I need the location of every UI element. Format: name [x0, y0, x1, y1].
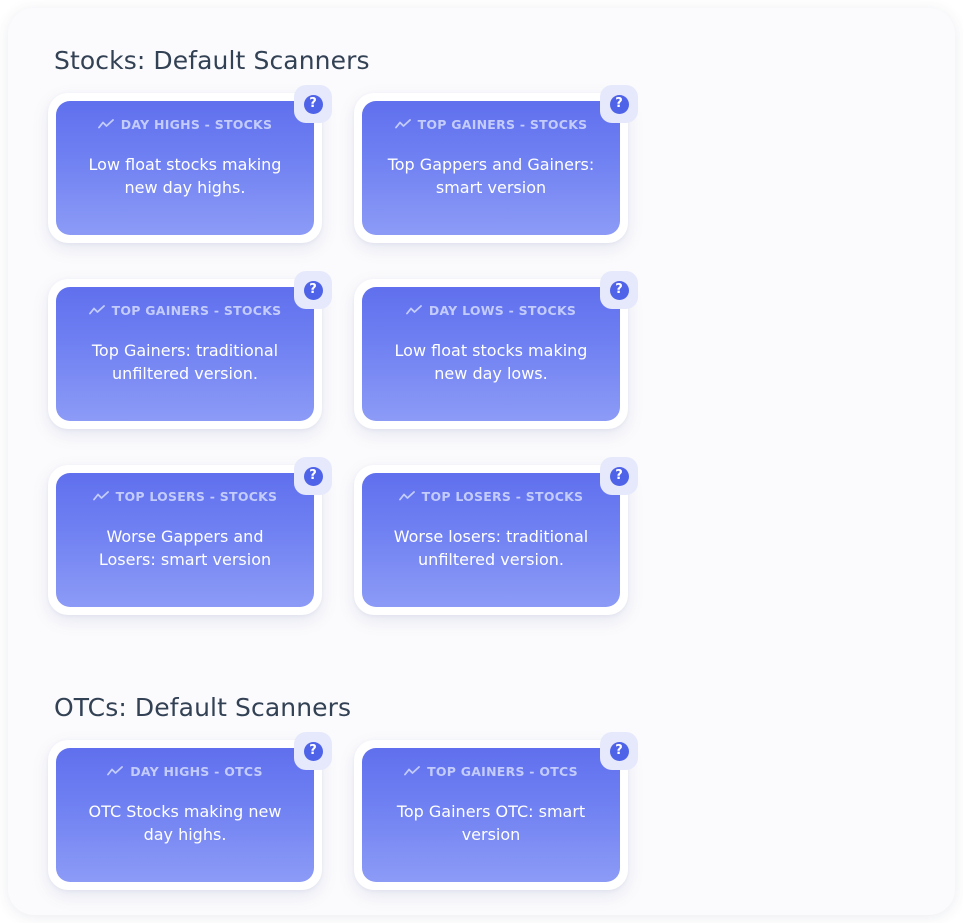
- scanner-card-header: TOP LOSERS - STOCKS: [376, 489, 606, 504]
- help-button[interactable]: ?: [600, 732, 638, 770]
- scanner-card-header: DAY LOWS - STOCKS: [376, 303, 606, 318]
- scanner-card-body[interactable]: TOP LOSERS - STOCKS Worse Gappers and Los…: [56, 473, 314, 607]
- scanner-card-description: OTC Stocks making new day highs.: [88, 801, 282, 844]
- scanner-card-grid: DAY HIGHS - OTCS OTC Stocks making new da…: [48, 732, 915, 915]
- scanner-card-frame[interactable]: TOP GAINERS - STOCKS Top Gappers and Gain…: [354, 93, 628, 243]
- scanner-card-description: Top Gainers OTC: smart version: [396, 801, 586, 844]
- scanner-card-frame[interactable]: DAY HIGHS - STOCKS Low float stocks makin…: [48, 93, 322, 243]
- scanner-card[interactable]: TOP GAINERS - STOCKS Top Gappers and Gain…: [354, 85, 638, 243]
- scanner-card-header: DAY HIGHS - OTCS: [70, 764, 300, 779]
- scanner-card-label: TOP GAINERS - STOCKS: [111, 303, 282, 318]
- question-mark-icon: ?: [609, 466, 629, 486]
- help-button[interactable]: ?: [600, 457, 638, 495]
- trending-line-chart-icon: [92, 490, 109, 503]
- scanner-card[interactable]: DAY HIGHS - OTCS OTC Stocks making new da…: [48, 732, 332, 890]
- scanner-card-header: TOP GAINERS - STOCKS: [70, 303, 300, 318]
- trending-line-chart-icon: [405, 304, 422, 317]
- scanner-card-body[interactable]: TOP GAINERS - STOCKS Top Gainers: traditi…: [56, 287, 314, 421]
- scanner-card-label: TOP GAINERS - OTCS: [427, 764, 578, 779]
- scanner-card-frame[interactable]: DAY LOWS - STOCKS Low float stocks making…: [354, 279, 628, 429]
- question-mark-icon: ?: [609, 280, 629, 300]
- section-title: Stocks: Default Scanners: [54, 46, 370, 75]
- scanner-card-body[interactable]: DAY LOWS - STOCKS Low float stocks making…: [362, 287, 620, 421]
- scanner-card-header: TOP LOSERS - STOCKS: [70, 489, 300, 504]
- scanner-card[interactable]: DAY HIGHS - STOCKS Low float stocks makin…: [48, 85, 332, 243]
- scanner-card-frame[interactable]: TOP LOSERS - STOCKS Worse Gappers and Los…: [48, 465, 322, 615]
- scanner-card-body[interactable]: TOP GAINERS - OTCS Top Gainers OTC: smart…: [362, 748, 620, 882]
- help-button[interactable]: ?: [600, 271, 638, 309]
- scanner-card-label: DAY HIGHS - OTCS: [130, 764, 263, 779]
- scanner-card-label: TOP LOSERS - STOCKS: [421, 489, 584, 504]
- scanner-card-header: TOP GAINERS - STOCKS: [376, 117, 606, 132]
- help-button[interactable]: ?: [600, 85, 638, 123]
- scanner-card-description: Low float stocks making new day highs.: [88, 154, 282, 197]
- scanner-card-description: Worse losers: traditional unfiltered ver…: [393, 526, 589, 569]
- trending-line-chart-icon: [97, 118, 114, 131]
- scanner-card-body[interactable]: DAY HIGHS - OTCS OTC Stocks making new da…: [56, 748, 314, 882]
- question-mark-icon: ?: [303, 741, 323, 761]
- section-title: OTCs: Default Scanners: [54, 693, 352, 722]
- trending-line-chart-icon: [404, 765, 420, 778]
- scanner-card[interactable]: TOP GAINERS - OTCS Top Gainers OTC: smart…: [354, 732, 638, 890]
- scanner-card-body[interactable]: TOP GAINERS - STOCKS Top Gappers and Gain…: [362, 101, 620, 235]
- question-mark-icon: ?: [303, 466, 323, 486]
- question-mark-icon: ?: [303, 280, 323, 300]
- scanner-card-header: TOP GAINERS - OTCS: [376, 764, 606, 779]
- help-button[interactable]: ?: [294, 732, 332, 770]
- scanner-card-grid: DAY HIGHS - STOCKS Low float stocks makin…: [48, 85, 915, 651]
- trending-line-chart-icon: [88, 304, 105, 317]
- scanner-card[interactable]: TOP LOSERS - STOCKS Worse losers: traditi…: [354, 457, 638, 615]
- scanner-card-frame[interactable]: TOP LOSERS - STOCKS Worse losers: traditi…: [354, 465, 628, 615]
- scanner-card[interactable]: DAY LOWS - STOCKS Low float stocks making…: [354, 271, 638, 429]
- help-button[interactable]: ?: [294, 271, 332, 309]
- trending-line-chart-icon: [398, 490, 415, 503]
- trending-line-chart-icon: [394, 118, 411, 131]
- scanner-card-description: Top Gappers and Gainers: smart version: [387, 154, 595, 197]
- scanner-card-frame[interactable]: DAY HIGHS - OTCS OTC Stocks making new da…: [48, 740, 322, 890]
- scanner-card-header: DAY HIGHS - STOCKS: [70, 117, 300, 132]
- scanner-card-body[interactable]: TOP LOSERS - STOCKS Worse losers: traditi…: [362, 473, 620, 607]
- scanner-card-description: Low float stocks making new day lows.: [394, 340, 588, 383]
- scanner-card-description: Worse Gappers and Losers: smart version: [98, 526, 272, 569]
- scanner-card-label: DAY LOWS - STOCKS: [428, 303, 577, 318]
- scanner-card-label: DAY HIGHS - STOCKS: [120, 117, 273, 132]
- scanner-card-body[interactable]: DAY HIGHS - STOCKS Low float stocks makin…: [56, 101, 314, 235]
- scanner-card[interactable]: TOP GAINERS - STOCKS Top Gainers: traditi…: [48, 271, 332, 429]
- help-button[interactable]: ?: [294, 457, 332, 495]
- scanner-card-label: TOP GAINERS - STOCKS: [417, 117, 588, 132]
- scanner-card[interactable]: TOP LOSERS - STOCKS Worse Gappers and Los…: [48, 457, 332, 615]
- scanner-card-frame[interactable]: TOP GAINERS - OTCS Top Gainers OTC: smart…: [354, 740, 628, 890]
- question-mark-icon: ?: [609, 741, 629, 761]
- trending-line-chart-icon: [107, 765, 124, 778]
- question-mark-icon: ?: [609, 94, 629, 114]
- scanner-card-label: TOP LOSERS - STOCKS: [115, 489, 278, 504]
- help-button[interactable]: ?: [294, 85, 332, 123]
- scanner-card-frame[interactable]: TOP GAINERS - STOCKS Top Gainers: traditi…: [48, 279, 322, 429]
- question-mark-icon: ?: [303, 94, 323, 114]
- scanner-card-description: Top Gainers: traditional unfiltered vers…: [91, 340, 279, 383]
